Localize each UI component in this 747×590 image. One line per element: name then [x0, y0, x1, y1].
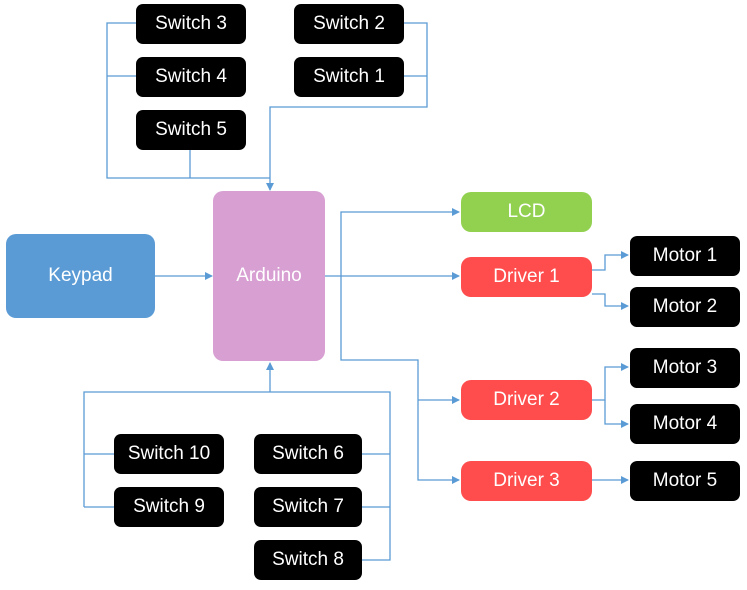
switch-2-label: Switch 2: [313, 13, 385, 34]
connector-driver2-motor3: [592, 363, 629, 401]
keypad-label: Keypad: [48, 265, 113, 286]
connector-switch3-bus: [106, 22, 190, 179]
switch-4-block[interactable]: Switch 4: [136, 57, 246, 97]
switch-5-label: Switch 5: [155, 119, 227, 140]
switch-1-block[interactable]: Switch 1: [294, 57, 404, 97]
connector-driver1-motor1: [592, 251, 629, 271]
driver-3-label: Driver 3: [493, 470, 560, 491]
switch-6-block[interactable]: Switch 6: [254, 434, 362, 474]
arduino-block[interactable]: Arduino: [213, 191, 325, 361]
lcd-label: LCD: [507, 201, 546, 222]
switch-1-label: Switch 1: [313, 66, 385, 87]
switch-2-block[interactable]: Switch 2: [294, 4, 404, 44]
motor-4-block[interactable]: Motor 4: [630, 404, 740, 444]
motor-5-block[interactable]: Motor 5: [630, 461, 740, 501]
connector-driver1-motor2: [592, 293, 629, 310]
driver-2-label: Driver 2: [493, 389, 560, 410]
switch-10-block[interactable]: Switch 10: [114, 434, 224, 474]
motor-5-label: Motor 5: [652, 470, 718, 491]
connector-arduino-driver23: [340, 276, 460, 484]
motor-3-label: Motor 3: [652, 357, 718, 378]
motor-2-label: Motor 2: [652, 296, 718, 317]
switch-7-label: Switch 7: [272, 496, 344, 517]
switch-3-block[interactable]: Switch 3: [136, 4, 246, 44]
switch-8-block[interactable]: Switch 8: [254, 540, 362, 580]
driver-3-block[interactable]: Driver 3: [461, 461, 592, 501]
connector-driver2-motor4: [604, 400, 629, 428]
switch-9-label: Switch 9: [133, 496, 205, 517]
motor-1-block[interactable]: Motor 1: [630, 236, 740, 276]
connector-bottom-bus-arduino: [83, 391, 391, 561]
switch-10-label: Switch 10: [127, 443, 211, 464]
motor-1-label: Motor 1: [652, 245, 718, 266]
lcd-block[interactable]: LCD: [461, 192, 592, 232]
switch-5-block[interactable]: Switch 5: [136, 110, 246, 150]
switch-3-label: Switch 3: [155, 13, 227, 34]
motor-4-label: Motor 4: [652, 413, 718, 434]
driver-1-block[interactable]: Driver 1: [461, 257, 592, 297]
switch-4-label: Switch 4: [155, 66, 227, 87]
keypad-block[interactable]: Keypad: [6, 234, 155, 318]
arduino-label: Arduino: [236, 265, 302, 286]
driver-1-label: Driver 1: [493, 266, 560, 287]
connector-arduino-lcd: [325, 208, 460, 277]
connector-switch2-bus: [266, 22, 428, 191]
switch-9-block[interactable]: Switch 9: [114, 487, 224, 527]
switch-8-label: Switch 8: [272, 549, 344, 570]
motor-3-block[interactable]: Motor 3: [630, 348, 740, 388]
motor-2-block[interactable]: Motor 2: [630, 287, 740, 327]
driver-2-block[interactable]: Driver 2: [461, 380, 592, 420]
switch-7-block[interactable]: Switch 7: [254, 487, 362, 527]
switch-6-label: Switch 6: [272, 443, 344, 464]
